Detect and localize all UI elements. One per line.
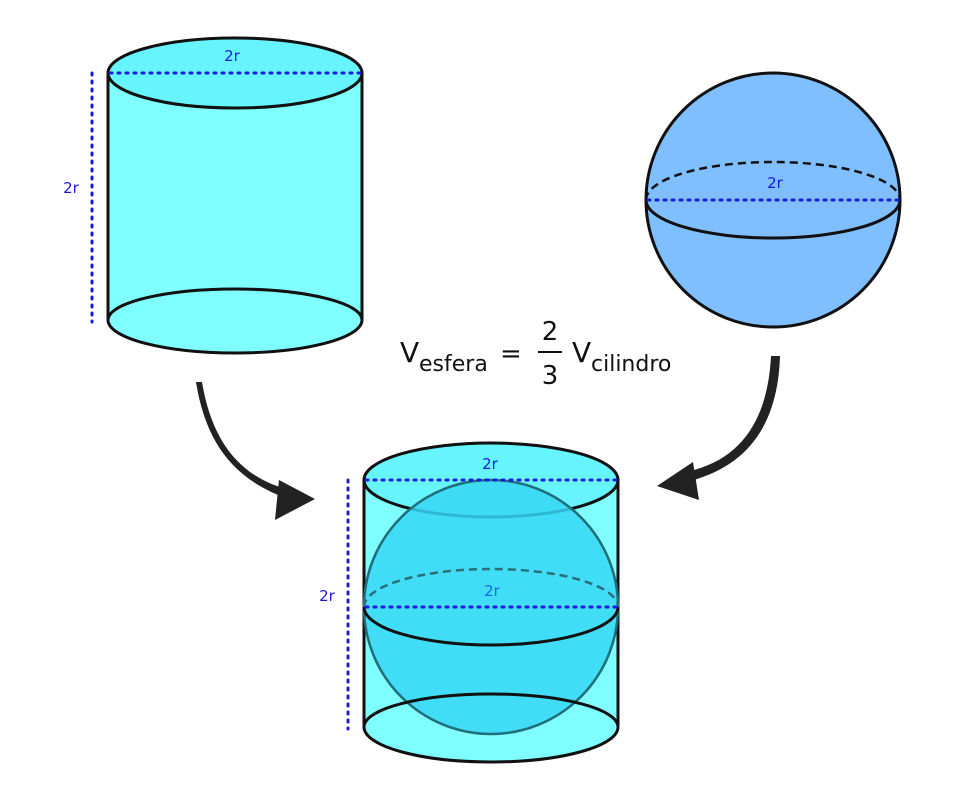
sphere-equator-back xyxy=(644,160,902,201)
combined-top-diameter-label: 2r xyxy=(482,455,499,473)
right-arrow-shaft xyxy=(690,356,780,481)
combined-mid-diameter-label: 2r xyxy=(484,582,501,600)
inscribed-sphere-equator-back xyxy=(362,567,620,608)
left-arrow-shaft xyxy=(196,382,292,500)
cylinder-bottom-back-edge xyxy=(106,287,364,321)
formula-cylinder-subscript: cilindro xyxy=(591,352,671,377)
inscribed-sphere xyxy=(362,478,620,736)
cylinder-body xyxy=(106,71,364,355)
volume-formula: V esfera = 2 3 V cilindro xyxy=(400,317,671,391)
cylinder: 2r 2r xyxy=(63,36,364,355)
formula-v-symbol: V xyxy=(400,336,419,369)
sphere-in-cylinder: 2r 2r 2r xyxy=(319,441,620,764)
cylinder-height-label: 2r xyxy=(63,179,80,197)
sphere-equator-front xyxy=(644,199,902,240)
sphere: 2r xyxy=(644,71,902,329)
sphere-diameter-label: 2r xyxy=(767,174,784,192)
left-curved-arrow xyxy=(196,382,315,520)
combined-height-label: 2r xyxy=(319,587,336,605)
cylinder-diameter-label: 2r xyxy=(224,47,241,65)
inscribed-sphere-equator-front xyxy=(362,606,620,647)
left-arrow-head xyxy=(275,480,315,520)
right-curved-arrow xyxy=(657,356,780,500)
formula-v-symbol-2: V xyxy=(572,336,591,369)
cylinder-top-face xyxy=(106,36,364,110)
right-arrow-head xyxy=(657,462,699,500)
formula-denominator: 3 xyxy=(542,361,559,391)
formula-numerator: 2 xyxy=(542,317,559,347)
formula-equals: = xyxy=(500,339,522,369)
combined-cylinder-bottom-back-edge xyxy=(362,692,620,728)
formula-sphere-subscript: esfera xyxy=(419,352,488,377)
sphere-body xyxy=(644,71,902,329)
